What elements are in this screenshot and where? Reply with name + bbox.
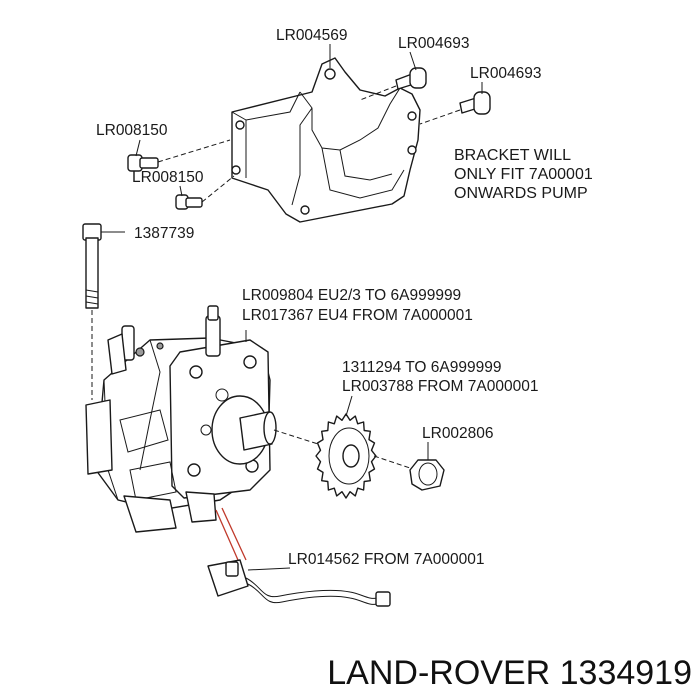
- fuel-pump: [85, 305, 277, 533]
- label-sensor-harness: LR014562 FROM 7A000001: [288, 551, 484, 568]
- bracket-bolt-lower: [419, 91, 491, 125]
- label-sprocket-line-2: LR003788 FROM 7A000001: [342, 378, 538, 395]
- sprocket-hub: [342, 444, 360, 468]
- label-sprocket-line-1: 1311294 TO 6A999999: [342, 359, 501, 376]
- label-stud-upper: LR008150: [96, 122, 168, 139]
- long-bolt: [82, 223, 125, 400]
- label-nut: LR002806: [422, 425, 494, 442]
- bracket-note-line-1: BRACKET WILL: [454, 147, 571, 164]
- sensor-harness: [207, 507, 391, 607]
- label-long-bolt: 1387739: [134, 225, 194, 242]
- sprocket-nut: [373, 455, 445, 491]
- bracket-note-line-3: ONWARDS PUMP: [454, 185, 588, 202]
- label-stud-lower: LR008150: [132, 169, 204, 186]
- mounting-bracket: [231, 57, 421, 223]
- label-pump-line-1: LR009804 EU2/3 TO 6A999999: [242, 287, 461, 304]
- label-bracket-bolt-lower: LR004693: [470, 65, 542, 82]
- label-leaders: [135, 44, 483, 571]
- label-bracket-bolt-upper: LR004693: [398, 35, 470, 52]
- sprocket-rim: [328, 427, 370, 485]
- label-bracket: LR004569: [276, 27, 348, 44]
- bracket-note-line-2: ONLY FIT 7A00001: [454, 166, 593, 183]
- drive-sprocket: [315, 413, 377, 499]
- brand-part-number: LAND-ROVER 1334919: [327, 654, 692, 692]
- bracket-bolt-upper: [359, 67, 427, 101]
- bracket-stud-lower: [175, 175, 235, 210]
- label-pump-line-2: LR017367 EU4 FROM 7A000001: [242, 307, 473, 324]
- bracket-stud-upper: [127, 139, 231, 172]
